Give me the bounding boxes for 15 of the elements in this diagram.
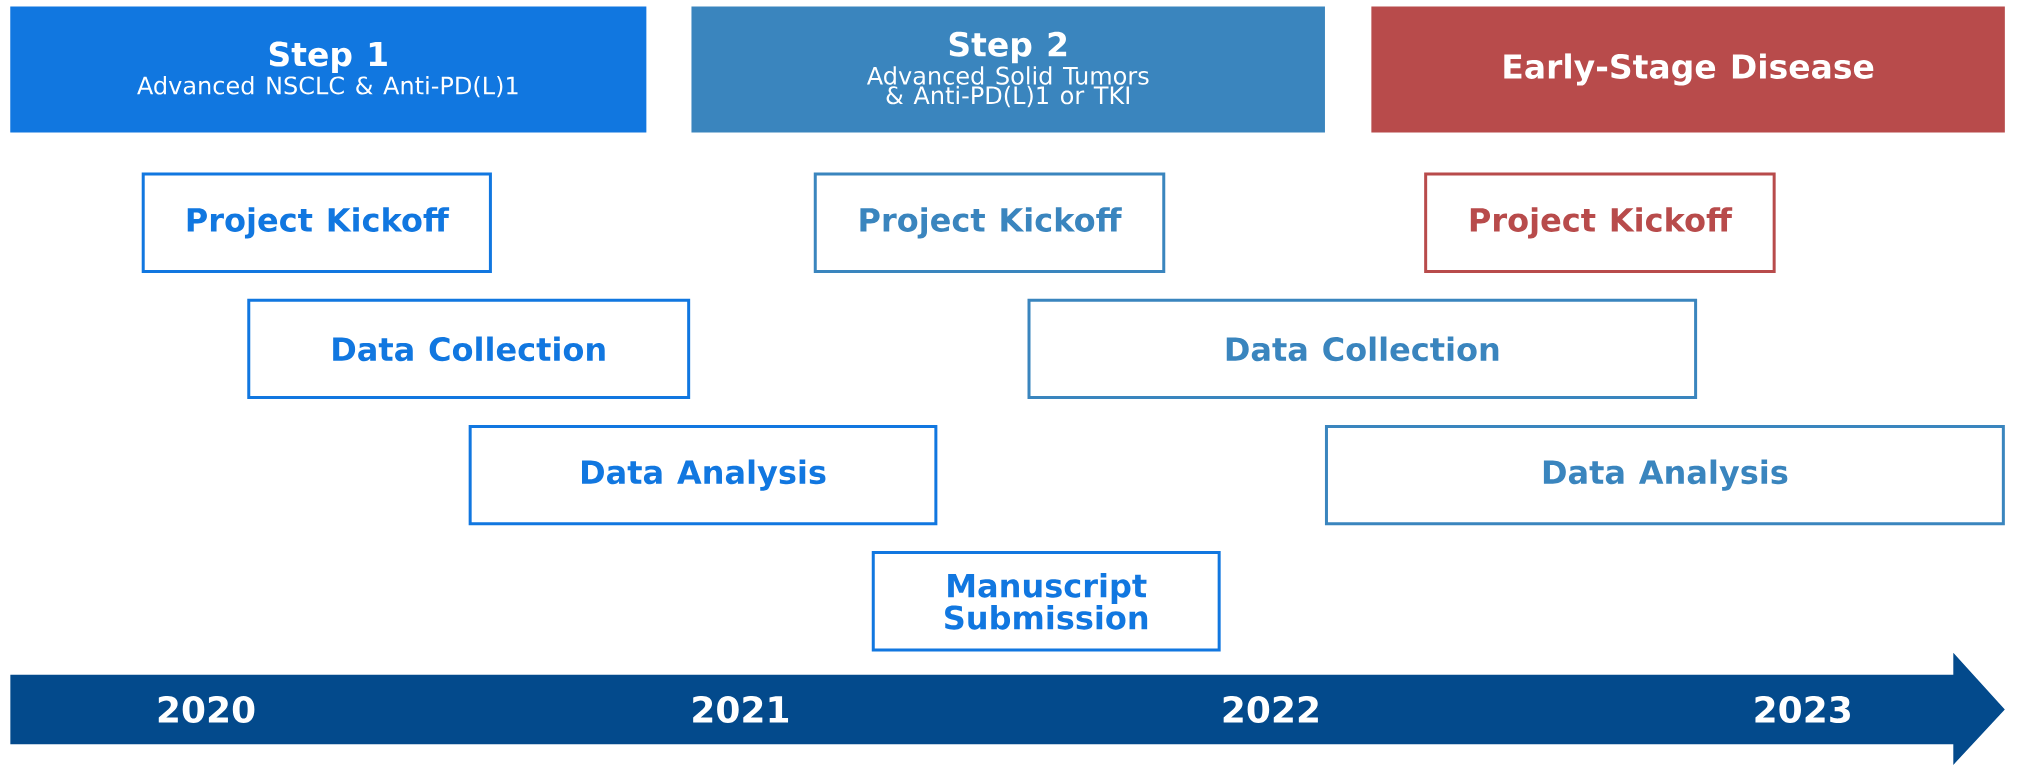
task-box: Project Kickoff [813, 172, 1166, 273]
year-label: 2020 [158, 695, 255, 724]
year-label: 2021 [693, 695, 789, 724]
task-box: Data Analysis [468, 424, 938, 526]
task-box: Data Collection [1027, 298, 1698, 400]
task-box: Project Kickoff [141, 172, 492, 273]
header-banner: Step 2 Advanced Solid Tumors & Anti-PD(L)1 or TKI [691, 6, 1325, 133]
header-banner: Early-Stage Disease [1371, 6, 2005, 133]
year-label: 2023 [1755, 695, 1850, 724]
header-banner: Step 1 Advanced NSCLC & Anti-PD(L)1 [10, 6, 647, 133]
task-box: Data Analysis [1324, 424, 2005, 526]
task-box: Manuscript Submission [871, 551, 1221, 652]
year-label: 2022 [1223, 695, 1318, 724]
task-box: Project Kickoff [1424, 172, 1776, 273]
task-box: Data Collection [247, 298, 691, 400]
